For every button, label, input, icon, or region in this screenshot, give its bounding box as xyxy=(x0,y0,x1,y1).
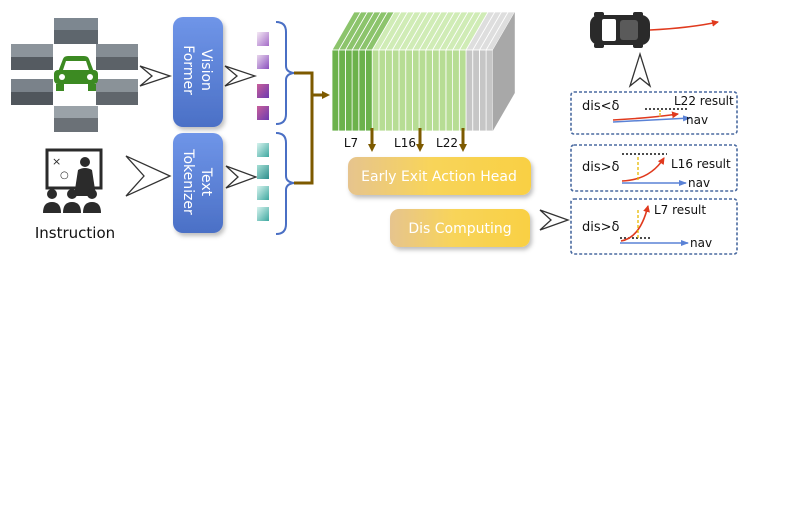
result-panel-l7: dis>δ L7 result nav xyxy=(570,198,738,255)
vision-token xyxy=(257,32,269,46)
condition-label: dis<δ xyxy=(582,99,620,114)
vision-tokens xyxy=(257,32,269,120)
text-tokens xyxy=(257,143,269,221)
result-panel-l22: dis<δ L22 result nav xyxy=(570,91,738,135)
text-token xyxy=(257,143,269,157)
transformer-layer xyxy=(458,49,467,132)
layer-label-l16: L16 xyxy=(394,136,416,150)
vision-former-block xyxy=(173,17,223,127)
transformer-layer xyxy=(438,49,447,132)
exit-arrows xyxy=(368,128,467,152)
vision-token xyxy=(257,84,269,98)
result-label: L22 result xyxy=(674,94,734,108)
transformer-layer xyxy=(358,49,366,132)
layer-stack-side xyxy=(492,12,515,131)
text-token xyxy=(257,207,269,221)
text-token xyxy=(257,165,269,179)
transformer-layer xyxy=(385,49,393,132)
transformer-layer-stack xyxy=(331,11,516,132)
layer-label-l22: L22 xyxy=(436,136,458,150)
transformer-layer xyxy=(331,49,340,132)
transformer-layer xyxy=(445,49,453,132)
arrow-chevron xyxy=(224,65,258,87)
early-exit-action-head-label: Early Exit Action Head xyxy=(361,169,517,185)
svg-text:○: ○ xyxy=(60,170,69,181)
arrow-chevron xyxy=(139,65,173,87)
transformer-layer xyxy=(411,49,420,132)
vision-former-label-line1: Vision xyxy=(198,49,214,91)
transformer-layer xyxy=(378,49,386,132)
text-token xyxy=(257,186,269,200)
camera-images xyxy=(11,18,138,132)
transformer-layer xyxy=(371,49,380,132)
transformer-layer xyxy=(432,49,440,132)
text-tokenizer-label-line1: Text xyxy=(198,167,214,197)
condition-label: dis>δ xyxy=(582,160,620,175)
planned-trajectory xyxy=(649,19,719,31)
transformer-layer xyxy=(398,49,407,132)
text-tokenizer-block xyxy=(173,133,223,233)
transformer-layer xyxy=(338,49,346,132)
arrow-chevron xyxy=(125,155,172,197)
dis-computing-label: Dis Computing xyxy=(408,221,511,237)
result-label: L16 result xyxy=(671,157,731,171)
instruction-label: Instruction xyxy=(35,224,115,242)
vehicle-top-view-icon xyxy=(590,12,650,48)
transformer-layer xyxy=(418,49,427,132)
condition-label: dis>δ xyxy=(582,220,620,235)
presenter-icon: × ○ xyxy=(43,148,103,213)
vision-token xyxy=(257,55,269,69)
arrow-chevron xyxy=(225,165,258,189)
up-arrow xyxy=(628,51,652,88)
nav-label: nav xyxy=(688,176,710,190)
car-icon xyxy=(54,56,98,91)
text-tokenizer-label-line2: Tokenizer xyxy=(180,148,196,215)
result-label: L7 result xyxy=(654,203,706,217)
early-exit-action-head-box xyxy=(348,157,531,195)
transformer-layer xyxy=(391,49,400,132)
fusion-connector xyxy=(294,71,330,185)
dis-computing-box xyxy=(390,209,530,247)
nav-label: nav xyxy=(690,236,712,250)
svg-text:×: × xyxy=(52,155,61,168)
vision-former-label-line2: Former xyxy=(180,45,196,95)
arrow-chevron xyxy=(539,209,570,231)
transformer-layer xyxy=(478,49,487,132)
layer-label-l7: L7 xyxy=(344,136,358,150)
transformer-layer xyxy=(351,49,360,132)
transformer-layer xyxy=(425,49,433,132)
transformer-layer xyxy=(465,49,474,132)
transformer-layer xyxy=(405,49,413,132)
transformer-layer xyxy=(452,49,460,132)
vision-token xyxy=(257,106,269,120)
transformer-layer xyxy=(485,49,494,132)
vision-brace xyxy=(275,21,295,125)
nav-label: nav xyxy=(686,113,708,127)
text-brace xyxy=(275,132,295,235)
result-panel-l16: dis>δ L16 result nav xyxy=(570,144,738,192)
transformer-layer xyxy=(344,49,353,132)
transformer-layer xyxy=(472,49,480,132)
transformer-layer xyxy=(365,49,373,132)
